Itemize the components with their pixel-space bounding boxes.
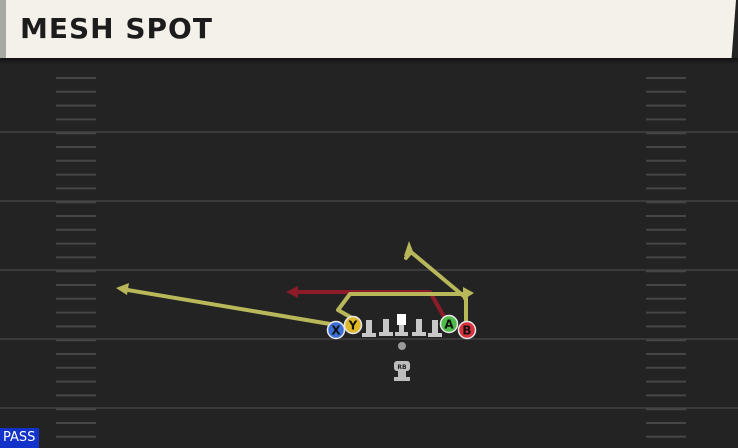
route-y (336, 292, 468, 320)
x-button-icon[interactable]: X (326, 320, 346, 340)
route-x (120, 287, 338, 327)
route-b (404, 250, 468, 324)
y-button-icon[interactable]: Y (343, 315, 363, 335)
b-button-icon[interactable]: B (457, 320, 477, 340)
a-button-icon[interactable]: A (439, 314, 459, 334)
lineman-icon (362, 320, 376, 337)
a-button-label: A (444, 318, 454, 332)
lineman-icon (412, 319, 426, 336)
play-title-bar: MESH SPOT (0, 0, 736, 58)
running-back-icon: RB (394, 361, 410, 381)
b-button-label: B (462, 324, 471, 338)
route-b-arrowhead (404, 241, 414, 256)
play-title: MESH SPOT (20, 12, 213, 45)
play-field: RB X Y A B (0, 77, 738, 438)
lineman-icon (379, 319, 393, 336)
route-red-arrowhead (286, 286, 298, 298)
routes (116, 241, 474, 327)
center-icon (395, 314, 408, 336)
title-divider (0, 58, 738, 64)
hash-marks (56, 77, 686, 438)
yard-lines (0, 131, 738, 409)
route-red (292, 290, 449, 324)
y-button-label: Y (348, 319, 358, 333)
rb-label: RB (397, 364, 407, 371)
x-button-label: X (331, 324, 341, 338)
route-x-arrowhead (116, 283, 129, 295)
offensive-line (362, 314, 442, 337)
lineman-icon (428, 320, 442, 337)
play-type-badge: PASS (0, 428, 40, 448)
quarterback-icon (398, 342, 406, 350)
